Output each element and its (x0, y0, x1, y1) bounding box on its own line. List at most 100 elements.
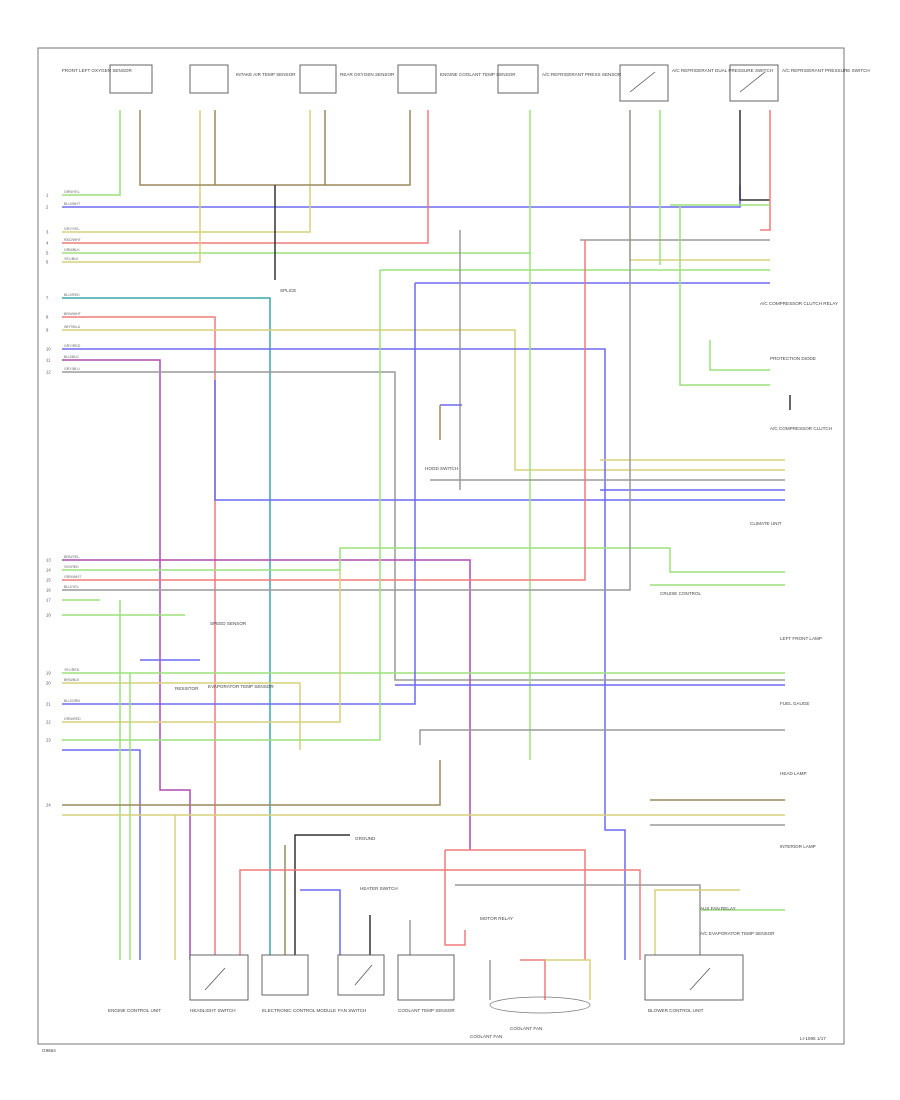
wire-dark-ac (739, 110, 770, 201)
right-labels: A/C COMPRESSOR CLUTCH RELAY PROTECTION D… (660, 301, 838, 936)
pin-number: 4 (46, 241, 49, 246)
pin-number: 11 (46, 358, 51, 363)
wire-red-main (62, 316, 216, 960)
wire-code: BLU/WHT (64, 202, 81, 206)
coolant-fan-icon (489, 996, 591, 1014)
wire-code: BLU/BLK (64, 355, 79, 359)
right-label-r2: PROTECTION DIODE (770, 356, 816, 361)
wire-brown-trunk (139, 110, 411, 186)
wire-dark-ecm (294, 834, 350, 960)
wire-blue-fan (300, 889, 341, 960)
pin-number: 20 (46, 681, 51, 686)
wire-yellow-mid (62, 329, 785, 471)
right-label-r3: A/C COMPRESSOR CLUTCH (770, 426, 832, 431)
pin-number: 24 (46, 803, 51, 808)
component-box-c4 (397, 64, 437, 94)
wire-code: RED/WHT (64, 238, 82, 242)
right-label-r10: A/C EVAPORATOR TEMP SENSOR (700, 931, 775, 936)
component-label-b2: HEADLIGHT SWITCH (190, 1008, 236, 1013)
component-label-c5: A/C REFRIGERANT PRESS SENSOR (542, 72, 622, 77)
pin-number: 6 (46, 260, 49, 265)
wire-code: BLU/YEL (64, 585, 79, 589)
wire-code: GRN/RED (64, 717, 81, 721)
wire-gray-mid (62, 371, 785, 681)
wire-red-relay2 (444, 850, 466, 946)
component-box-b2 (189, 954, 249, 1001)
footer-right-code: LI-1066 1/17 (800, 1036, 826, 1041)
pin-number: 1 (46, 193, 49, 198)
mid-label-m8: AUX FAN RELAY (700, 906, 736, 911)
wire-codes: GRN/YELBLU/WHTGRY/YELRED/WHTGRN/BLKYEL/B… (64, 190, 82, 721)
mid-label-m7: HEATER SWITCH (360, 886, 398, 891)
wire-magenta-2 (62, 559, 471, 850)
wire-blue-mid (62, 348, 626, 960)
wire-code: GRN/BLK (64, 248, 80, 252)
wire-code: BRN/YEL (64, 555, 79, 559)
wire-blue-climate (214, 380, 785, 501)
mid-label-m9: COOLANT FAN (470, 1034, 502, 1039)
pin-number: 9 (46, 328, 49, 333)
wire-yellow-2 (62, 110, 201, 263)
pin-number: 14 (46, 568, 51, 573)
wire-code: YEL/BLK (64, 257, 79, 261)
mid-label-m6: RESISTOR (175, 686, 199, 691)
component-box-c2 (189, 64, 229, 94)
pin-number: 3 (46, 230, 49, 235)
mid-label-m3: SPEED SENSOR (210, 621, 247, 626)
component-label-c2: INTAKE AIR TEMP SENSOR (236, 72, 296, 77)
wire-code: GRY/RED (64, 344, 81, 348)
wire-code: VIO/RED (64, 565, 79, 569)
pin-number: 19 (46, 671, 51, 676)
component-label-b1: ENGINE CONTROL UNIT (108, 1008, 161, 1013)
component-box-c6 (619, 64, 669, 102)
wire-green-cruise (62, 547, 785, 573)
pin-number: 17 (46, 598, 51, 603)
mid-label-m1: SPLICE (280, 288, 296, 293)
wire-teal-main (62, 297, 271, 960)
wire-code: GRN/WHT (64, 575, 82, 579)
mid-label-m5: GROUND (355, 836, 376, 841)
wire-code: BRN/BLK (64, 678, 80, 682)
wire-gray-head (419, 729, 785, 745)
right-label-r4: CLIMATE UNIT (750, 521, 782, 526)
wire-yellow-blower (654, 889, 740, 960)
wire-yellow-ac (629, 110, 770, 261)
wire-yellow-head (62, 570, 341, 723)
component-box-c7 (729, 64, 779, 102)
pin-number: 16 (46, 588, 51, 593)
pin-number: 10 (46, 347, 51, 352)
component-label-b5: COOLANT TEMP SENSOR (398, 1008, 455, 1013)
component-label-b6: MOTOR RELAY (480, 916, 513, 921)
component-label-c7: A/C REFRIGERANT PRESSURE SWITCH (782, 68, 870, 73)
component-box-c5 (497, 64, 539, 94)
component-label-c4: ENGINE COOLANT TEMP SENSOR (440, 72, 516, 77)
component-label-b7: COOLANT FAN (510, 1026, 542, 1031)
wire-code: GRY/BLU (64, 367, 80, 371)
mid-label-m4: EVAPORATOR TEMP SENSOR (208, 684, 274, 689)
wire-gray-cruise (62, 110, 631, 591)
switch-contact-icon (204, 964, 711, 991)
wire-red-ac (760, 110, 771, 231)
component-label-b3: ELECTRONIC CONTROL MODULE (262, 1008, 336, 1013)
mid-label-m2: HOOD SWITCH (425, 466, 458, 471)
wire-green-1 (62, 110, 121, 196)
wire-blue-head (62, 749, 141, 960)
component-box-b5 (397, 954, 455, 1001)
wire-yellow-fuel (62, 682, 301, 750)
wire-green-relay (679, 205, 770, 386)
pin-number: 8 (46, 315, 49, 320)
top-components: FRONT LEFT OXYGEN SENSOR INTAKE AIR TEMP… (62, 64, 870, 102)
wire-blue-1 (62, 185, 741, 208)
wire-green-head (62, 270, 381, 741)
pin-number: 12 (46, 370, 51, 375)
wire-red-1 (62, 110, 429, 244)
wire-yellow-fan2 (545, 959, 591, 1000)
mid-labels: SPLICE HOOD SWITCH SPEED SENSOR EVAPORAT… (175, 288, 736, 1039)
footer-left-code: G9664 (42, 1048, 56, 1053)
component-label-c6: A/C REFRIGERANT DUAL PRESSURE SWITCH (672, 68, 773, 73)
wire-code: WHT/BLU (64, 325, 81, 329)
wire-green-diode (709, 340, 770, 371)
wire-red-relay (445, 849, 586, 960)
